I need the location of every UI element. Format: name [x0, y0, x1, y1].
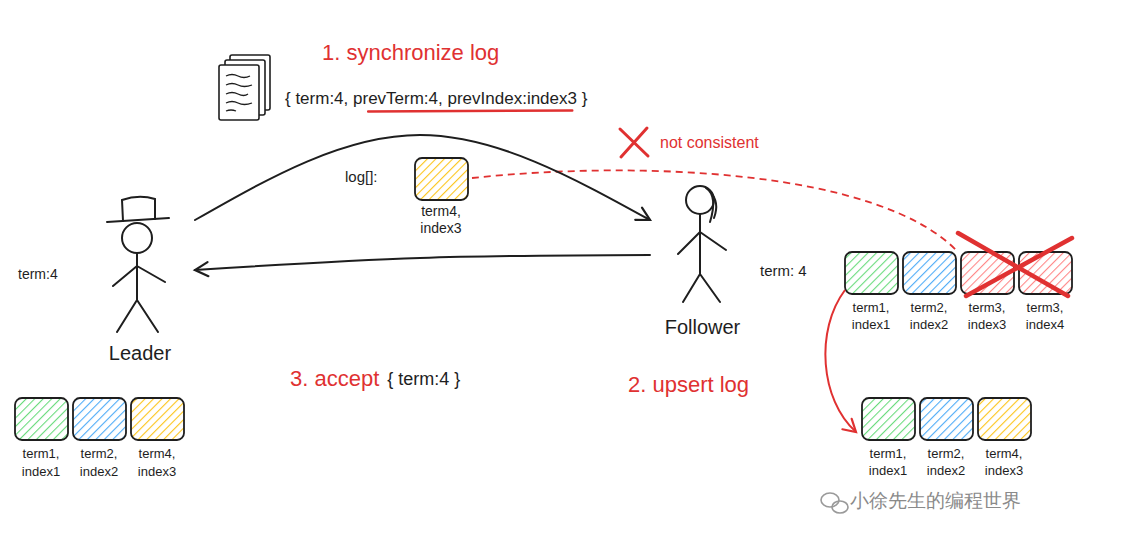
mismatch-dashed-line	[472, 170, 958, 252]
entry-term: term4,	[139, 447, 176, 462]
stick-figure	[678, 186, 726, 302]
log-entry-cell	[862, 398, 915, 440]
log-entry-cell	[920, 398, 973, 440]
entry-index: index1	[22, 465, 60, 480]
message-arrow	[195, 255, 650, 270]
discard-cross	[958, 233, 1072, 296]
step-label: 2. upsert log	[628, 372, 749, 397]
hat-crown	[122, 197, 155, 221]
head	[122, 223, 152, 253]
entry-term: term2,	[81, 447, 118, 462]
entry-index: index1	[869, 464, 907, 479]
log-entry-cell	[73, 398, 126, 440]
log-entry-cell	[415, 158, 468, 200]
entry-index: index4	[1026, 318, 1064, 333]
entry-index: index3	[985, 464, 1023, 479]
entry-index: index2	[80, 465, 118, 480]
entry-index: index3	[138, 465, 176, 480]
log-entry-cell	[903, 252, 956, 294]
entry-term: term3,	[969, 301, 1006, 316]
log-entry-cell	[978, 398, 1031, 440]
entry-term: term4,	[986, 447, 1023, 462]
message-arrow	[195, 135, 650, 220]
watermark: 小徐先生的编程世界	[850, 490, 1021, 512]
upsert-arrow	[825, 290, 856, 432]
entry-term: term1,	[870, 447, 907, 462]
body	[113, 253, 165, 332]
log-entry-cell	[131, 398, 184, 440]
entry-index: index3	[420, 220, 461, 236]
follower-figure: Follower	[650, 178, 755, 346]
term-label: term: 4	[760, 262, 807, 279]
step-label: 1. synchronize log	[322, 40, 499, 65]
entry-index: index2	[927, 464, 965, 479]
inconsistent-cross	[620, 128, 648, 157]
log-caption: log[]:	[345, 168, 378, 185]
log-cells	[15, 158, 1072, 440]
note-text: not consistent	[660, 134, 759, 152]
log-entry-cell	[845, 252, 898, 294]
role-label: Leader	[85, 342, 195, 365]
message-text: { term:4, prevTerm:4, prevIndex:index3 }	[285, 89, 587, 109]
ponytail	[706, 188, 716, 222]
entry-term: term2,	[928, 447, 965, 462]
entry-term: term1,	[23, 447, 60, 462]
role-label: Follower	[650, 316, 755, 339]
stick-figure	[107, 197, 169, 332]
entry-term: term3,	[1027, 301, 1064, 316]
emphasis-underline	[368, 111, 572, 112]
hat-brim	[107, 218, 169, 222]
leader-figure: Leader	[85, 190, 195, 370]
body	[678, 214, 726, 302]
entry-index: index2	[910, 318, 948, 333]
log-entry-cell	[15, 398, 68, 440]
entry-term: term2,	[911, 301, 948, 316]
wechat-icon	[821, 493, 848, 513]
entry-term: term1,	[853, 301, 890, 316]
entry-index: index3	[968, 318, 1006, 333]
document-icon	[219, 55, 270, 120]
step-label: 3. accept	[290, 366, 379, 391]
message-text: { term:4 }	[387, 369, 460, 390]
entry-term: term4,	[421, 203, 461, 219]
entry-index: index1	[852, 318, 890, 333]
term-label: term:4	[18, 266, 58, 282]
